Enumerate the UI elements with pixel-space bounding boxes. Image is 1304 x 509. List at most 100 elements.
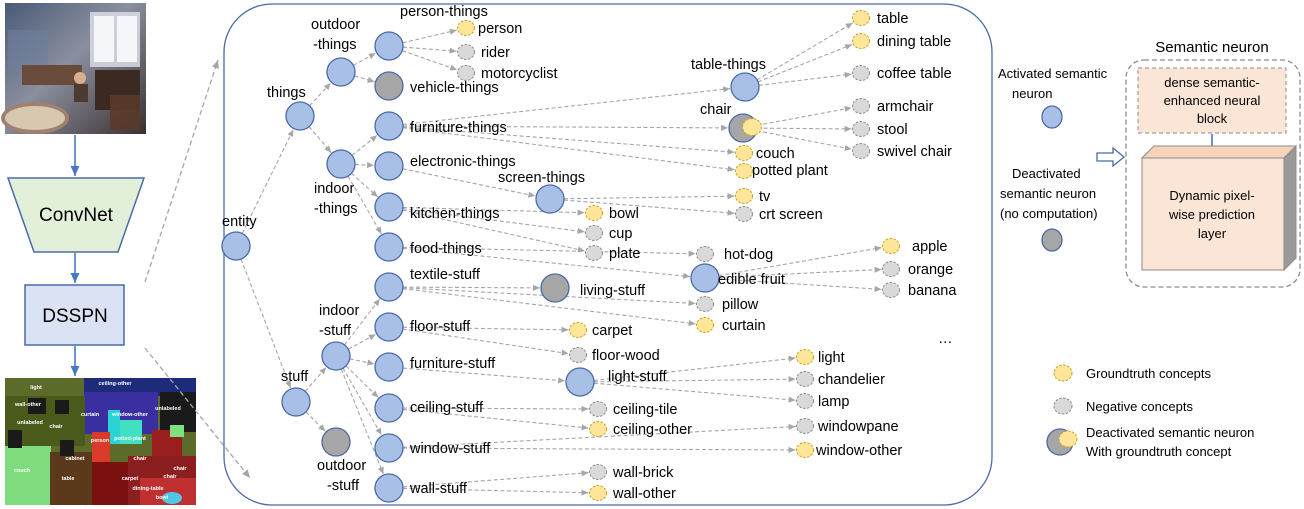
leaf-hot-dog-dot — [696, 246, 714, 262]
things-neuron — [285, 101, 315, 131]
leaf-motorcyclist-dot — [457, 65, 475, 81]
label-leaves-table: table — [877, 11, 908, 27]
label-leaves-pillow: pillow — [722, 297, 759, 313]
semantic-neuron-title: Semantic neuron — [1155, 39, 1268, 56]
label-leaves-rider: rider — [481, 45, 510, 61]
segmentation-label: chair — [49, 424, 63, 430]
edge-table-things-to-dining-table — [757, 43, 853, 83]
leaf-apple-dot — [882, 238, 900, 254]
edge-indoor-things-to-food-things — [347, 175, 382, 235]
label-leaves-stool: stool — [877, 122, 908, 138]
edge-edible-fruit-to-banana — [718, 278, 882, 293]
edge-person-things-to-motorcyclist — [402, 50, 458, 71]
leaf-wall-brick-dot — [589, 464, 607, 480]
leaf-light-dot — [796, 349, 814, 365]
dense-block-line1: dense semantic- — [1164, 75, 1259, 90]
dsspn-label: DSSPN — [42, 306, 107, 327]
label-kitchen-things: kitchen-things — [410, 206, 499, 222]
label-electronic-things: electronic-things — [410, 154, 516, 170]
person-things-neuron — [374, 31, 404, 61]
leaf-swivel-chair-dot — [852, 143, 870, 159]
leaf-ceiling-tile-dot — [589, 401, 607, 417]
deactivated-label-line3: (no computation) — [1000, 206, 1098, 221]
label-leaves-plate: plate — [609, 246, 640, 262]
edge-outdoor-things-to-person-things — [353, 52, 377, 66]
leaf-orange-dot — [882, 261, 900, 277]
edge-screen-things-to-tv — [563, 193, 735, 200]
label-things: things — [267, 85, 306, 101]
deactivated-gt-legend-overlay-icon — [1058, 430, 1078, 448]
edge-light-stuff-to-lamp — [593, 382, 796, 403]
edge-light-stuff-to-chandelier — [593, 376, 796, 383]
leaf-banana-dot — [882, 282, 900, 298]
edge-screen-things-to-crt-screen — [563, 199, 735, 216]
leaf-dining-table-dot — [852, 33, 870, 49]
activated-label-line1: Activated semantic — [998, 66, 1108, 81]
edge-things-to-outdoor-things — [309, 82, 332, 107]
label-leaves-curtain: curtain — [722, 318, 766, 334]
kitchen-things-neuron — [374, 192, 404, 222]
semantic-neuron-panel: Semantic neuron dense semantic- enhanced… — [1125, 39, 1301, 288]
layer-line3: layer — [1198, 226, 1227, 241]
label-outdoor-things-1: -things — [313, 37, 357, 53]
leaf-stool-dot — [852, 121, 870, 137]
edge-indoor-stuff-to-textile-stuff — [344, 298, 381, 346]
segmentation-label: light — [30, 385, 42, 391]
label-floor-stuff: floor-stuff — [410, 319, 471, 335]
leaf-floor-wood-dot — [569, 347, 587, 363]
edge-textile-stuff-to-curtain — [402, 288, 696, 327]
leaf-potted-plant-dot — [735, 163, 753, 179]
segmentation-label: bowl — [156, 495, 169, 501]
label-furniture-things: furniture-things — [410, 120, 507, 136]
food-things-neuron — [374, 232, 404, 262]
edge-chair-to-swivel-chair — [756, 130, 852, 151]
edge-ceiling-stuff-to-ceiling-other — [402, 408, 589, 431]
outdoor-stuff-neuron — [321, 427, 351, 457]
segmentation-label: table — [62, 476, 75, 482]
hierarchy-panel — [223, 3, 993, 506]
label-leaves-carpet: carpet — [592, 323, 632, 339]
edge-furniture-stuff-to-light-stuff — [402, 367, 566, 384]
label-indoor-things-1: -things — [314, 201, 358, 217]
leaf-table-dot — [852, 10, 870, 26]
indoor-things-neuron — [326, 149, 356, 179]
segmentation-label: couch — [14, 468, 31, 474]
label-leaves-ceiling-tile: ceiling-tile — [613, 402, 677, 418]
label-leaves-tv: tv — [759, 189, 771, 205]
segmentation-label: window-other — [111, 412, 149, 418]
leaf-windowpane-dot — [796, 418, 814, 434]
wall-stuff-neuron — [374, 473, 404, 503]
floor-stuff-neuron — [374, 312, 404, 342]
label-indoor-things-0: indoor — [314, 181, 354, 197]
label-outdoor-stuff-1: -stuff — [327, 478, 360, 494]
negative-legend-icon — [1053, 397, 1073, 415]
label-entity: entity — [222, 214, 257, 230]
leaf-person-dot — [457, 20, 475, 36]
label-leaves-chandelier: chandelier — [818, 372, 885, 388]
leaf-lamp-dot — [796, 393, 814, 409]
activated-label-line2: neuron — [1012, 86, 1052, 101]
edge-outdoor-things-to-vehicle-things — [354, 75, 375, 83]
indoor-stuff-neuron — [321, 341, 351, 371]
convnet-label: ConvNet — [39, 205, 114, 226]
segmentation-output: lightceiling-otherwall-otherunlabeledcur… — [5, 378, 196, 505]
electronic-things-neuron — [374, 151, 404, 181]
label-textile-stuff: textile-stuff — [410, 267, 481, 283]
edge-floor-stuff-to-floor-wood — [402, 328, 569, 356]
label-living-stuff: living-stuff — [580, 283, 646, 299]
light-stuff-neuron — [565, 367, 595, 397]
segmentation-label: dining-table — [132, 486, 163, 492]
label-furniture-stuff: furniture-stuff — [410, 356, 496, 372]
label-light-stuff: light-stuff — [608, 369, 668, 385]
edge-furniture-things-to-potted-plant — [402, 127, 735, 172]
edge-furniture-things-to-table-things — [402, 86, 731, 126]
label-food-things: food-things — [410, 241, 482, 257]
label-leaves-armchair: armchair — [877, 99, 934, 115]
label-indoor-stuff-1: -stuff — [319, 323, 352, 339]
label-table-things: table-things — [691, 57, 766, 73]
edge-indoor-things-to-electronic-things — [354, 162, 375, 169]
segmentation-label: chair — [133, 456, 147, 462]
deactivated-label-line1: Deactivated — [1012, 166, 1081, 181]
